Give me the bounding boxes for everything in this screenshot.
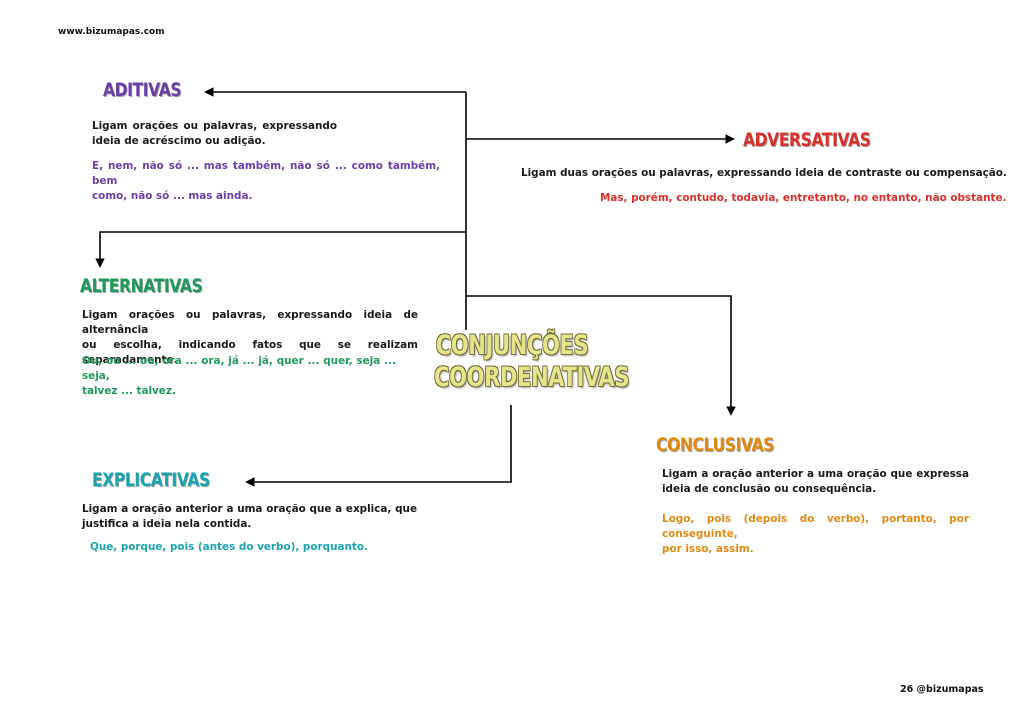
conclusivas-title: CONCLUSIVAS <box>656 434 774 456</box>
center-title: CONJUNÇÕES COORDENATIVAS <box>434 330 630 394</box>
conclusivas-ex-line1: Logo, pois (depois do verbo), portanto, … <box>662 513 969 540</box>
alternativas-desc-line1: Ligam orações ou palavras, expressando i… <box>82 309 418 336</box>
alternativas-desc-line2: ou escolha, indicando fatos que se reali… <box>82 339 418 366</box>
adversativas-description: Ligam duas orações ou palavras, expressa… <box>521 167 1007 179</box>
alternativas-ex-line1: Ou, ou ... ou, ora ... ora, já ... já, q… <box>82 355 396 382</box>
aditivas-examples: E, nem, não só ... mas também, não só ..… <box>92 159 440 204</box>
conclusivas-description: Ligam a oração anterior a uma oração que… <box>662 467 969 497</box>
explicativas-desc-line1: Ligam a oração anterior a uma oração que… <box>82 503 417 515</box>
conclusivas-desc-line1: Ligam a oração anterior a uma oração que… <box>662 468 969 480</box>
aditivas-ex-line1: E, nem, não só ... mas também, não só ..… <box>92 160 440 187</box>
page-number: 26 <box>900 684 914 695</box>
adversativas-examples: Mas, porém, contudo, todavia, entretanto… <box>600 192 1007 204</box>
alternativas-title: ALTERNATIVAS <box>80 275 203 297</box>
alternativas-description: Ligam orações ou palavras, expressando i… <box>82 308 418 368</box>
conclusivas-ex-line2: por isso, assim. <box>662 543 754 555</box>
connector-conclusivas <box>466 295 736 416</box>
explicativas-examples: Que, porque, pois (antes do verbo), porq… <box>90 541 368 553</box>
conclusivas-desc-line2: ideia de conclusão ou consequência. <box>662 483 877 495</box>
page-footer: 26 @bizumapas <box>900 684 984 695</box>
aditivas-title: ADITIVAS <box>103 79 182 101</box>
alternativas-examples: Ou, ou ... ou, ora ... ora, já ... já, q… <box>82 354 396 399</box>
explicativas-desc-line2: justifica a ideia nela contida. <box>82 518 252 530</box>
connector-explicativas <box>245 405 512 487</box>
adversativas-title: ADVERSATIVAS <box>743 129 871 151</box>
aditivas-description: Ligam orações ou palavras, expressando i… <box>92 119 337 149</box>
explicativas-title: EXPLICATIVAS <box>92 469 210 491</box>
aditivas-ex-line2: como, não só ... mas ainda. <box>92 190 253 202</box>
center-title-line2: COORDENATIVAS <box>434 362 630 393</box>
aditivas-desc-line2: ideia de acréscimo ou adição. <box>92 135 266 147</box>
site-url: www.bizumapas.com <box>58 27 165 37</box>
aditivas-desc-line1: Ligam orações ou palavras, expressando <box>92 120 337 132</box>
footer-handle: @bizumapas <box>916 684 984 695</box>
explicativas-description: Ligam a oração anterior a uma oração que… <box>82 502 417 532</box>
alternativas-ex-line2: talvez ... talvez. <box>82 385 176 397</box>
connector-alternativas <box>95 231 466 268</box>
conclusivas-examples: Logo, pois (depois do verbo), portanto, … <box>662 512 969 557</box>
center-title-line1: CONJUNÇÕES <box>435 330 589 361</box>
